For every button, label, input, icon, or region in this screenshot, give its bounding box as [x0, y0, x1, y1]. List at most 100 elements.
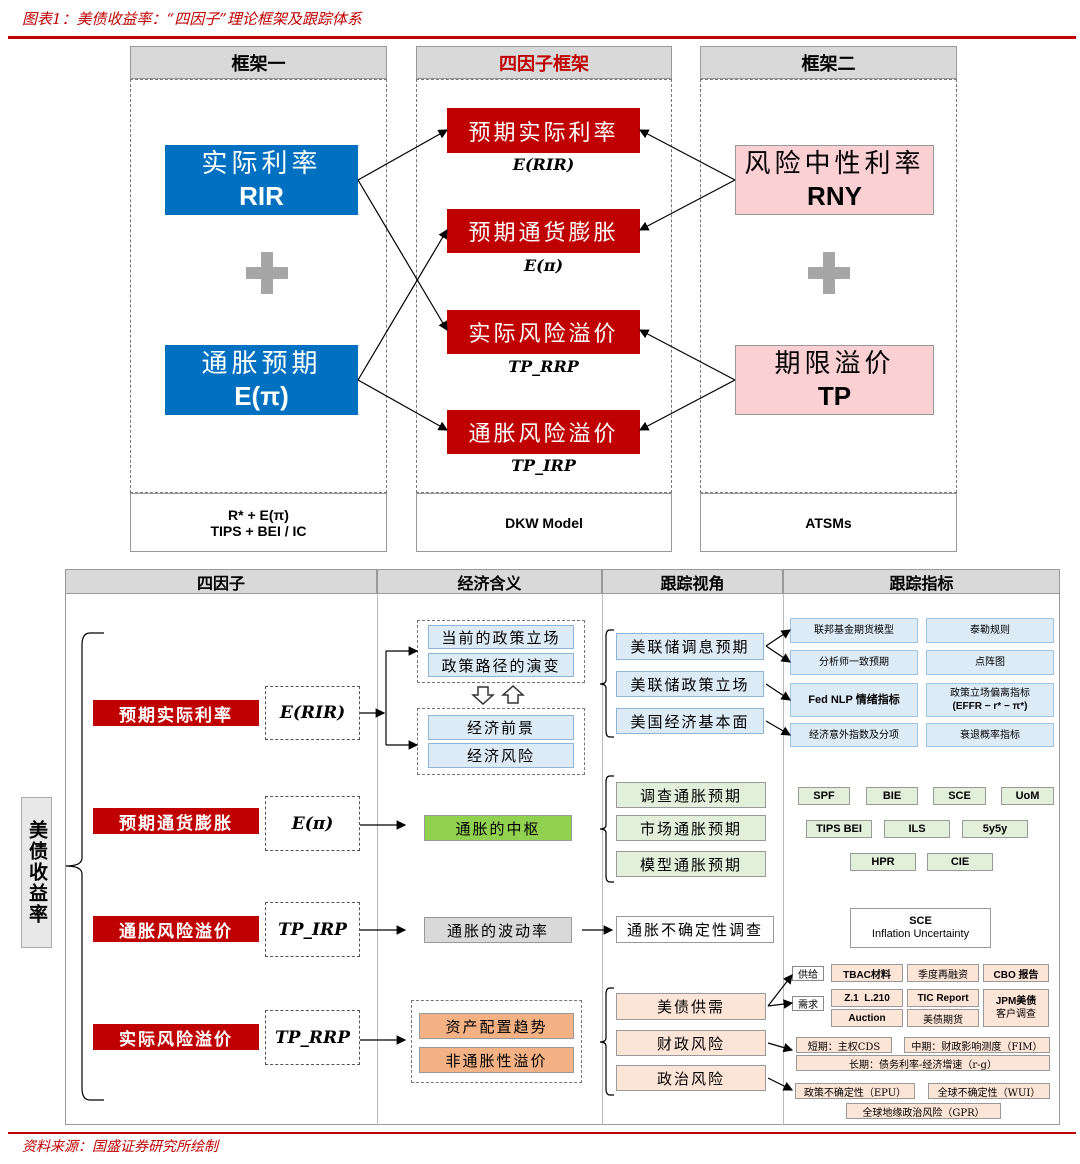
col-divider — [783, 594, 784, 1125]
indicator: 分析师一致预期 — [790, 650, 918, 675]
title-divider — [8, 36, 1076, 39]
dkw-model-footer: DKW Model — [416, 493, 672, 552]
asset-group — [411, 1000, 582, 1083]
factor-symbol: E(π) — [265, 796, 360, 851]
indicator-line: JPM美债 — [995, 996, 1037, 1007]
plus-icon — [246, 252, 288, 294]
indicator: Fed NLP 情绪指标 — [790, 683, 918, 717]
indicator: JPM美债客户调查 — [983, 989, 1049, 1027]
col-divider — [377, 594, 378, 1125]
indicator: 政策立场偏离指标(EFFR − r* − π*) — [926, 683, 1054, 717]
four-factor-area — [416, 79, 672, 493]
view-item: 市场通胀预期 — [616, 815, 766, 841]
source-note: 资料来源：国盛证券研究所绘制 — [22, 1139, 218, 1155]
view-item: 美债供需 — [616, 993, 766, 1020]
header-four-factor: 四因子框架 — [416, 46, 672, 79]
indicator: SCE — [933, 787, 986, 805]
inflation-expectation-cn: 通胀预期 — [201, 348, 322, 379]
indicator: 政策不确定性（EPU） — [795, 1083, 915, 1099]
indicator: 美债期货 — [907, 1009, 979, 1027]
factor-symbol: TP_RRP — [265, 1010, 360, 1065]
view-item: 政治风险 — [616, 1065, 766, 1091]
indicator-text: TBAC材料 — [843, 969, 891, 981]
indicator: TIPS BEI — [806, 820, 872, 838]
indicator: ILS — [884, 820, 950, 838]
meaning-item: 资产配置趋势 — [419, 1013, 574, 1039]
factor-inflation-risk-premium: 通胀风险溢价 — [93, 916, 259, 942]
framework-1-area — [130, 79, 387, 493]
indicator-text: CBO 报告 — [993, 969, 1039, 981]
inflation-expectation-en: E(π) — [234, 381, 289, 411]
factor-expected-real-rate: 预期实际利率 — [93, 700, 259, 726]
factor-expected-real-rate: 预期实际利率 — [447, 108, 640, 153]
indicator-line: SCE — [909, 914, 932, 927]
col-header-factors: 四因子 — [65, 569, 377, 594]
figure-title: 图表1：美债收益率：“四因子”理论框架及跟踪体系 — [22, 10, 362, 28]
bidirectional-hollow-arrows-icon — [470, 684, 530, 706]
indicator: BIE — [866, 787, 918, 805]
meaning-inflation-volatility: 通胀的波动率 — [424, 917, 572, 943]
meaning-item: 经济风险 — [428, 743, 574, 768]
header-framework-1: 框架一 — [130, 46, 387, 79]
view-item: 财政风险 — [616, 1030, 766, 1056]
factor-symbol: E(RIR) — [265, 686, 360, 740]
factor-label: E(RIR) — [512, 154, 575, 174]
indicator-text: Auction — [848, 1012, 886, 1024]
indicator: 全球不确定性（WUI） — [928, 1083, 1050, 1099]
indicator: 5y5y — [962, 820, 1028, 838]
col-header-view: 跟踪视角 — [602, 569, 783, 594]
indicator: 联邦基金期货模型 — [790, 618, 918, 643]
meaning-inflation-center: 通胀的中枢 — [424, 815, 572, 841]
indicator: CBO 报告 — [983, 964, 1049, 982]
indicator: HPR — [850, 853, 916, 871]
indicator: 衰退概率指标 — [926, 723, 1054, 747]
indicator: Auction — [831, 1009, 903, 1027]
indicator: CIE — [927, 853, 993, 871]
meaning-item: 政策路径的演变 — [428, 653, 574, 677]
col-divider — [602, 594, 603, 1125]
view-item: 美联储政策立场 — [616, 671, 764, 697]
term-premium-en: TP — [817, 381, 852, 411]
indicator-text: Z.1 L.210 — [844, 992, 890, 1004]
footer-line-2: TIPS + BEI / IC — [210, 522, 307, 539]
indicator: 全球地缘政治风险（GPR） — [846, 1103, 1001, 1119]
framework-2-area — [700, 79, 957, 493]
indicator-line: 客户调查 — [996, 1009, 1036, 1020]
real-rate-cn: 实际利率 — [201, 148, 322, 179]
indicator: 短期：主权CDS — [796, 1037, 892, 1053]
indicator: TIC Report — [907, 989, 979, 1007]
meaning-item: 当前的政策立场 — [428, 625, 574, 649]
indicator: Z.1 L.210 — [831, 989, 903, 1007]
indicator: 泰勒规则 — [926, 618, 1054, 643]
factor-real-risk-premium: 实际风险溢价 — [447, 310, 640, 354]
meaning-item: 非通胀性溢价 — [419, 1047, 574, 1073]
real-rate-en: RIR — [239, 181, 284, 211]
col-header-meaning: 经济含义 — [377, 569, 602, 594]
factor-real-risk-premium: 实际风险溢价 — [93, 1024, 259, 1050]
factor-label: TP_RRP — [508, 356, 579, 376]
supply-label: 供给 — [792, 966, 824, 981]
atsm-footer: ATSMs — [700, 493, 957, 552]
factor-symbol: TP_IRP — [265, 902, 360, 957]
indicator: TBAC材料 — [831, 964, 903, 982]
footer-line-1: R* + E(π) — [228, 506, 289, 523]
indicator: 点阵图 — [926, 650, 1054, 675]
indicator-line: (EFFR − r* − π*) — [952, 701, 1028, 712]
indicator: 季度再融资 — [907, 964, 979, 982]
factor-expected-inflation: 预期通货膨胀 — [93, 808, 259, 834]
view-item: 美联储调息预期 — [616, 633, 764, 660]
col-header-indicators: 跟踪指标 — [783, 569, 1060, 594]
view-item: 调查通胀预期 — [616, 782, 766, 808]
header-framework-2: 框架二 — [700, 46, 957, 79]
indicator: 中期：财政影响测度（FIM） — [904, 1037, 1050, 1053]
view-item: 模型通胀预期 — [616, 851, 766, 877]
plus-icon — [808, 252, 850, 294]
factor-label: TP_IRP — [511, 455, 576, 475]
view-item: 美国经济基本面 — [616, 708, 764, 734]
